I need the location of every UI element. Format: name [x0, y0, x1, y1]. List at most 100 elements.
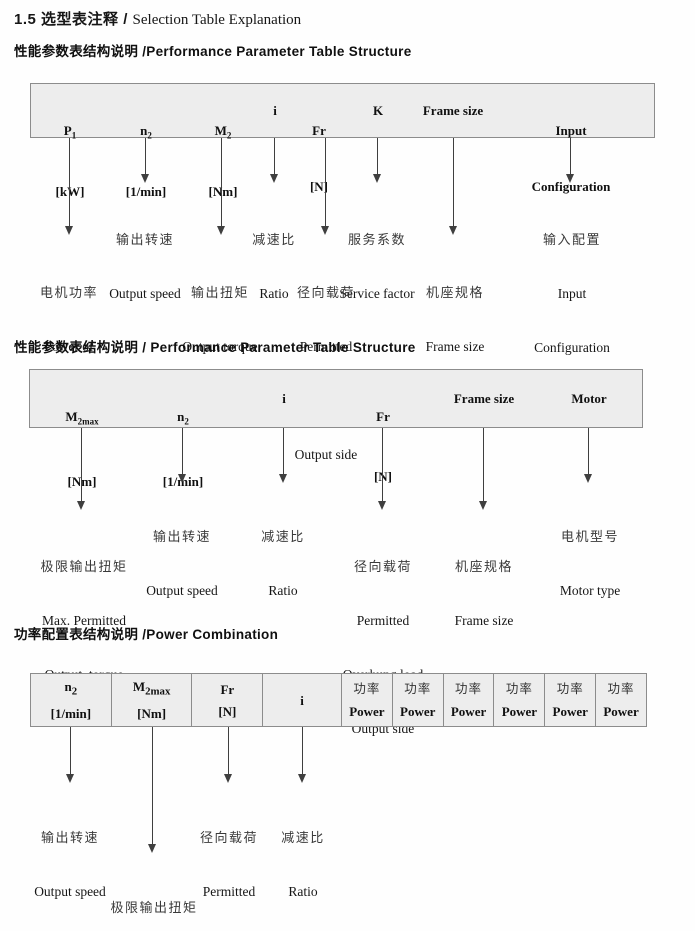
callout-line: 电机功率	[39, 285, 99, 300]
power-label-en: Power	[552, 703, 588, 719]
symbol-text: n	[140, 123, 148, 138]
arrow-s1-frame-size	[448, 138, 457, 235]
col-symbol: Frame size	[453, 390, 515, 406]
callout-line: 输出扭矩	[190, 285, 249, 300]
callout-s2-motor-type: 电机型号 Motor type	[560, 492, 620, 636]
callout-line: Service factor	[339, 286, 415, 301]
table2-col-frame-size: Frame size	[454, 359, 514, 439]
arrow-s1-input	[565, 138, 574, 183]
callout-line: Output speed	[34, 884, 106, 899]
arrow-s1-k	[372, 138, 381, 183]
section1-heading: 性能参数表结构说明 /Performance Parameter Table S…	[14, 44, 412, 59]
callout-line: Permitted	[356, 613, 410, 628]
col-symbol: Motor	[571, 390, 607, 406]
power-combination-table: n2 [1/min] M2max [Nm] Fr [N] i 功率 Power …	[30, 673, 647, 727]
symbol-subscript: 2	[184, 416, 189, 427]
symbol-text: n	[64, 678, 72, 694]
table3-col-i: i	[263, 674, 342, 726]
arrow-s1-fr	[320, 138, 329, 235]
arrow-s2-i	[278, 428, 287, 483]
col-unit: [Nm]	[67, 473, 97, 489]
table1-col-n2: n2 [1/min]	[126, 91, 166, 232]
col-symbol: Fr	[312, 123, 326, 138]
table3-col-n2: n2 [1/min]	[31, 674, 112, 726]
arrow-s3-n2	[65, 727, 74, 783]
callout-line: 服务系数	[347, 232, 406, 247]
callout-line: 极限输出扭矩	[110, 900, 198, 915]
callout-line: Ratio	[268, 583, 298, 598]
arrow-s1-p1	[64, 138, 73, 235]
arrow-s1-i	[269, 138, 278, 183]
symbol-text: M	[65, 409, 78, 424]
arrow-s1-n2	[140, 138, 149, 183]
arrow-s2-fr	[377, 428, 386, 510]
col-symbol: Frame size	[422, 102, 484, 118]
arrow-s2-frame-size	[478, 428, 487, 510]
col-symbol: Fr	[376, 409, 390, 424]
callout-s3-ratio: 减速比 Ratio	[281, 793, 325, 931]
col-unit: [1/min]	[50, 706, 92, 722]
col-unit: [kW]	[55, 183, 85, 199]
callout-line: 减速比	[281, 830, 325, 845]
power-label-zh: 功率	[404, 681, 432, 696]
power-label-en: Power	[450, 703, 487, 719]
arrow-s3-fr	[223, 727, 232, 783]
symbol-subscript: 1	[71, 130, 77, 141]
callout-line: Ratio	[288, 884, 318, 899]
symbol-subscript: 2	[226, 130, 232, 141]
table2-col-m2max: M2max [Nm]	[65, 377, 98, 522]
symbol-subscript: 2	[147, 130, 152, 141]
power-label-zh: 功率	[556, 681, 584, 696]
table3-col-m2max: M2max [Nm]	[112, 674, 193, 726]
table2-col-i: i	[274, 359, 294, 439]
callout-line: Frame size	[454, 613, 514, 628]
callout-line: 径向载荷	[296, 285, 356, 300]
arrow-s3-i	[297, 727, 306, 783]
col-symbol: K	[372, 102, 384, 118]
table1-col-m2: M2 [Nm]	[209, 91, 238, 232]
power-label-zh: 功率	[353, 681, 381, 696]
table3-col-power-5: 功率 Power	[545, 674, 597, 726]
callout-s2-frame-size: 机座规格 Frame size	[455, 522, 514, 666]
callout-line: 输入配置	[542, 232, 601, 247]
table3-col-fr: Fr [N]	[192, 674, 264, 726]
table3-col-power-3: 功率 Power	[444, 674, 495, 726]
table3-col-power-6: 功率 Power	[596, 674, 646, 726]
power-label-zh: 功率	[607, 681, 635, 696]
col-unit: [Nm]	[137, 706, 167, 722]
col-symbol: i	[273, 102, 277, 118]
callout-line: 输出转速	[40, 830, 99, 845]
callout-s2-overhung-load: 径向载荷 Permitted Overhung load Output side	[343, 522, 424, 774]
col-symbol: M2	[209, 123, 238, 144]
callout-s1-service-factor: 服务系数 Service factor	[339, 195, 414, 339]
table1-col-k: K	[368, 71, 388, 151]
page-title-zh: 1.5 选型表注释 /	[14, 11, 133, 28]
col-symbol: P1	[56, 123, 85, 144]
section3-heading: 功率配置表结构说明 /Power Combination	[14, 627, 279, 642]
callout-line: Output side	[294, 447, 358, 462]
table1-col-fr: Fr [N]	[309, 91, 329, 227]
callout-s1-input-configuration: 输入配置 Input Configuration	[534, 195, 610, 393]
col-symbol: n2	[65, 679, 78, 700]
col-symbol: i	[300, 692, 304, 708]
power-label-en: Power	[349, 703, 385, 719]
callout-line: 电机型号	[560, 529, 619, 544]
symbol-subscript: 2max	[145, 685, 171, 698]
table3-col-power-4: 功率 Power	[494, 674, 546, 726]
callout-line: Output torque	[182, 339, 258, 354]
callout-line: Frame size	[425, 339, 485, 354]
callout-s2-ratio: 减速比 Ratio	[261, 492, 305, 636]
callout-s1-output-torque: 输出扭矩 Output torque	[182, 248, 257, 392]
col-symbol: i	[282, 390, 286, 406]
symbol-text: M	[132, 678, 146, 694]
callout-line: Output speed	[146, 583, 218, 598]
callout-line: Power of	[44, 339, 94, 354]
callout-s2-output-speed: 输出转速 Output speed	[146, 492, 218, 636]
table2-col-motor: Motor	[571, 359, 606, 439]
power-label-en: Power	[501, 703, 538, 719]
callout-line: 输出转速	[152, 529, 211, 544]
col-symbol: Input	[555, 123, 587, 138]
symbol-text: P	[63, 123, 72, 138]
symbol-text: M	[214, 123, 227, 138]
col-unit: [Nm]	[208, 183, 238, 199]
